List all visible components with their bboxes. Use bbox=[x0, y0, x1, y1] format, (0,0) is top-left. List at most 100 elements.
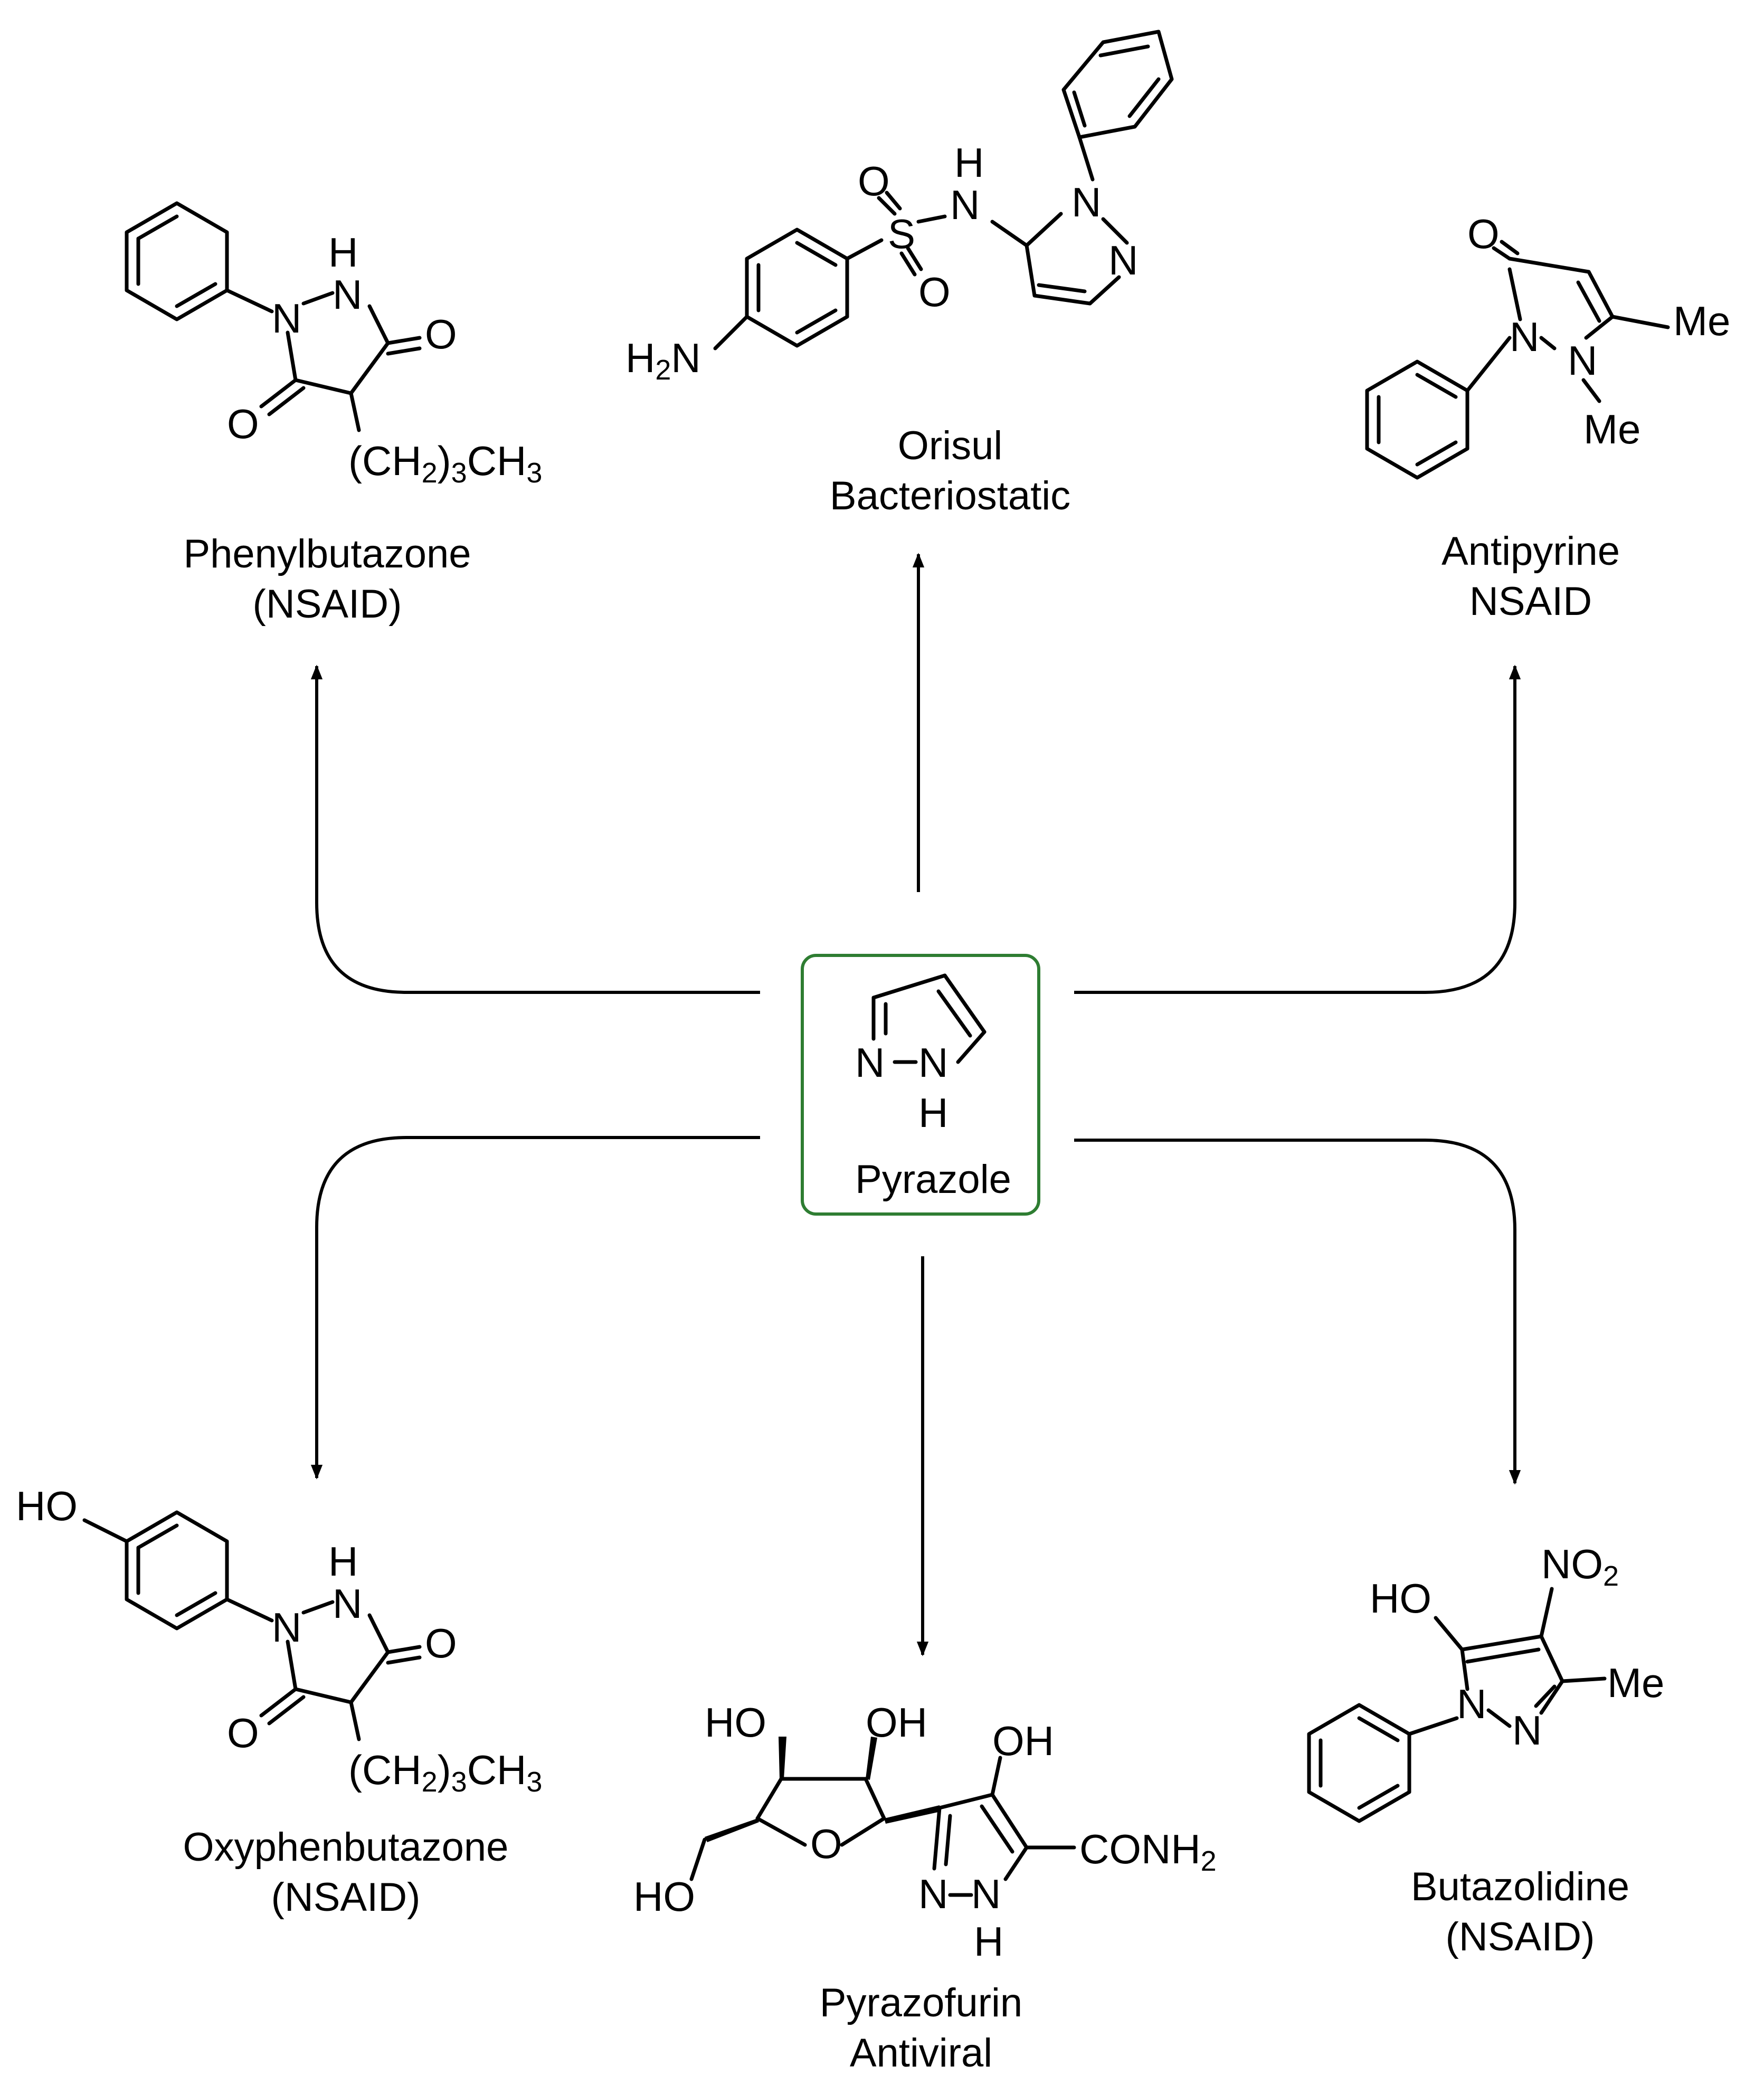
atom-label: Me bbox=[1673, 298, 1730, 344]
atom-text: 2 bbox=[422, 1766, 438, 1798]
atom-label: OH bbox=[866, 1699, 927, 1746]
compound-butazolidine: NO2 HO Me N N Butazolidine (NSAID) bbox=[1307, 1541, 1664, 1959]
atom-label: N bbox=[855, 1039, 885, 1086]
atom-label: N bbox=[333, 1580, 362, 1627]
compound-category: (NSAID) bbox=[1446, 1915, 1595, 1959]
compound-pyrazofurin: HO OH OH O HO CONH2 N N H Pyrazofurin An… bbox=[633, 1699, 1217, 2075]
atom-text: 2 bbox=[655, 354, 671, 386]
compound-name: Oxyphenbutazone bbox=[183, 1825, 509, 1870]
atom-label: N bbox=[1568, 337, 1597, 384]
pyrazole-ring bbox=[932, 1756, 1076, 1897]
pyrazolidinedione-ring bbox=[259, 1600, 422, 1741]
arrow-to-butazolidine bbox=[1074, 1139, 1521, 1485]
atom-text: CONH bbox=[1079, 1826, 1201, 1872]
atom-label: O bbox=[425, 1620, 457, 1666]
center-label: Pyrazole bbox=[855, 1157, 1011, 1202]
atom-label: N bbox=[272, 295, 301, 342]
compound-category: NSAID bbox=[1469, 579, 1592, 624]
atom-text: ) bbox=[438, 1747, 451, 1793]
atom-text: ) bbox=[438, 438, 451, 484]
atom-label: Me bbox=[1583, 406, 1640, 452]
pyrazolidinedione-ring bbox=[259, 291, 422, 432]
atom-text: 3 bbox=[451, 1766, 467, 1798]
atom-label: O bbox=[1467, 211, 1500, 257]
atom-label: O bbox=[227, 401, 259, 447]
compound-name: Pyrazofurin bbox=[820, 1980, 1022, 2025]
atom-label: N bbox=[1457, 1681, 1486, 1727]
compound-name: Phenylbutazone bbox=[183, 532, 471, 576]
atom-label: O bbox=[810, 1821, 842, 1867]
pyrazolone-ring bbox=[1492, 240, 1615, 350]
atom-label: HO bbox=[633, 1873, 695, 1920]
atom-text: CH bbox=[467, 1747, 527, 1793]
atom-text: 3 bbox=[526, 1766, 542, 1798]
atom-label: H bbox=[954, 139, 984, 186]
substituent-label: CONH2 bbox=[1079, 1826, 1217, 1877]
center-box bbox=[801, 954, 1040, 1216]
atom-label: N bbox=[272, 1604, 301, 1651]
substituent-label: H2N bbox=[625, 335, 701, 386]
atom-label: S bbox=[888, 211, 915, 257]
atom-text: N bbox=[671, 335, 700, 381]
atom-label: H bbox=[974, 1918, 1003, 1965]
atom-label: N bbox=[918, 1039, 948, 1086]
compound-antipyrine: O N N Me Me Antipyrine NSAID bbox=[1365, 211, 1730, 624]
compound-category: Antiviral bbox=[850, 2031, 992, 2075]
atom-label: HO bbox=[705, 1699, 766, 1746]
pyrazole-ring bbox=[1434, 1587, 1607, 1728]
compound-orisul: H N S O O N N H2N Orisul Bacteriostatic bbox=[625, 30, 1174, 518]
atom-text: CH bbox=[467, 438, 527, 484]
atom-label: H bbox=[328, 1538, 358, 1585]
atom-label: N bbox=[971, 1871, 1001, 1917]
compound-phenylbutazone: H N N O O (CH2)3CH3 Phenylbutazone (NSAI… bbox=[125, 201, 542, 627]
arrow-to-antipyrine bbox=[1074, 665, 1521, 994]
substituent-label: (CH2)3CH3 bbox=[348, 438, 542, 489]
compound-oxyphenbutazone: HO H N N O O (CH2)3CH3 Oxyphenbutazone (… bbox=[16, 1483, 542, 1920]
compound-category: (NSAID) bbox=[253, 582, 402, 627]
compound-category: (NSAID) bbox=[271, 1875, 421, 1920]
atom-label: O bbox=[425, 311, 457, 357]
atom-label: N bbox=[1071, 179, 1101, 225]
arrow-to-phenylbutazone bbox=[310, 665, 760, 994]
atom-label: HO bbox=[16, 1483, 78, 1529]
aniline-ring bbox=[745, 228, 849, 348]
pyrazole-ring bbox=[1025, 212, 1129, 306]
phenyl-ring bbox=[125, 201, 229, 321]
atom-text: 3 bbox=[526, 457, 542, 489]
atom-label: N bbox=[1510, 314, 1539, 360]
phenyl-ring bbox=[1307, 1703, 1411, 1823]
phenyl-ring bbox=[1061, 30, 1174, 139]
atom-text: (CH bbox=[348, 438, 422, 484]
compound-name: Orisul bbox=[898, 423, 1002, 468]
arrow-to-oxyphenbutazone bbox=[310, 1136, 760, 1480]
atom-text: (CH bbox=[348, 1747, 422, 1793]
atom-label: Me bbox=[1607, 1660, 1664, 1706]
atom-label: O bbox=[918, 269, 951, 315]
substituent-label: (CH2)3CH3 bbox=[348, 1747, 542, 1798]
substituent-label: NO2 bbox=[1541, 1541, 1619, 1592]
atom-text: 2 bbox=[1603, 1560, 1619, 1592]
atom-label: OH bbox=[992, 1718, 1054, 1764]
atom-label: N bbox=[918, 1871, 948, 1917]
atom-label: N bbox=[1512, 1707, 1542, 1754]
atom-text: H bbox=[625, 335, 655, 381]
atom-text: NO bbox=[1541, 1541, 1603, 1587]
compound-category: Bacteriostatic bbox=[830, 473, 1070, 518]
atom-label: O bbox=[858, 158, 890, 204]
pyrazole-structure: N N H bbox=[855, 973, 987, 1136]
atom-label: H bbox=[918, 1089, 948, 1136]
atom-label: N bbox=[950, 182, 980, 228]
atom-label: O bbox=[227, 1710, 259, 1756]
compound-name: Butazolidine bbox=[1411, 1864, 1629, 1909]
atom-text: 3 bbox=[451, 457, 467, 489]
atom-label: HO bbox=[1370, 1575, 1431, 1622]
atom-label: N bbox=[1108, 237, 1138, 283]
ribose-ring bbox=[689, 1737, 941, 1881]
compound-name: Antipyrine bbox=[1441, 529, 1620, 574]
connector-arrows bbox=[310, 553, 1521, 1656]
atom-text: 2 bbox=[422, 457, 438, 489]
phenol-ring bbox=[125, 1510, 229, 1631]
atom-text: 2 bbox=[1201, 1845, 1217, 1877]
atom-label: N bbox=[333, 271, 362, 318]
